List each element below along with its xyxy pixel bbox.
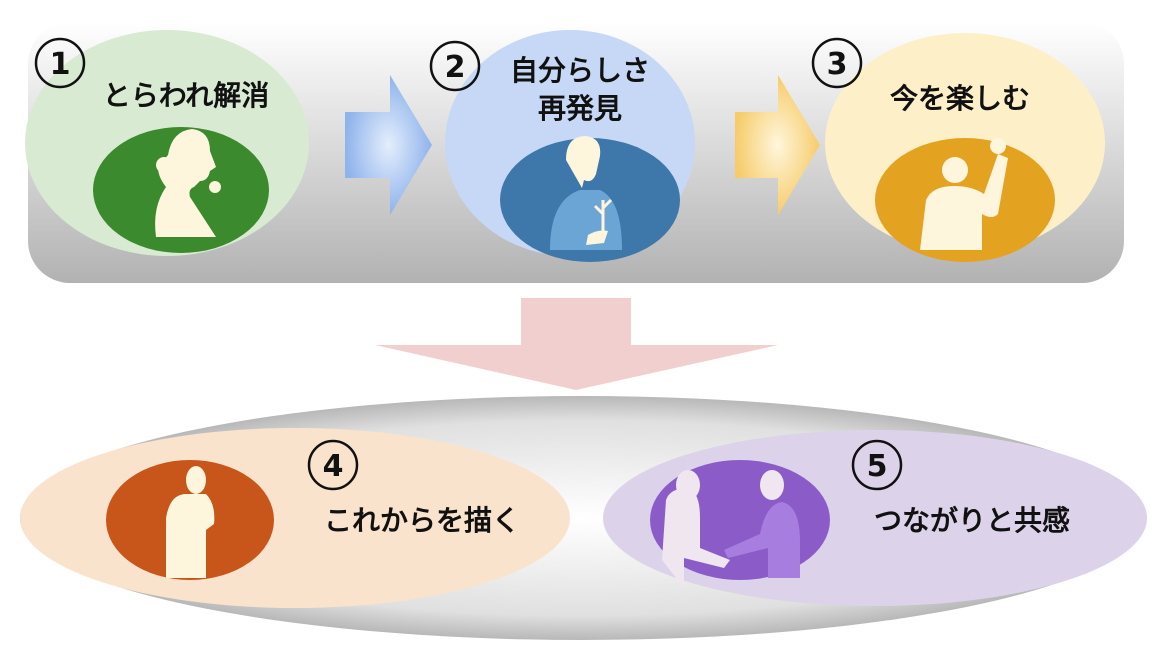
step-1-number-badge xyxy=(34,37,86,89)
step-5-number: 5 xyxy=(867,449,888,484)
step-4-label: これからを描く xyxy=(324,504,520,537)
arrow-right-icon xyxy=(345,75,432,215)
handshake-silhouette-icon xyxy=(662,470,800,588)
thinking-woman-silhouette-icon xyxy=(155,129,221,237)
step-2: 2 自分らしさ 再発見 xyxy=(429,30,695,262)
step-5: 5 つながりと共感 xyxy=(603,430,1147,606)
arrow-down-icon xyxy=(375,298,778,390)
step-5-number-badge xyxy=(851,439,903,491)
thinking-man-silhouette-icon xyxy=(166,466,215,578)
step-3-number-badge xyxy=(811,37,863,89)
step-3-label: 今を楽しむ xyxy=(890,82,1030,115)
step-1: 1 とらわれ解消 xyxy=(25,30,309,256)
step-1-label: とらわれ解消 xyxy=(103,79,270,112)
step-2-label-line1: 自分らしさ xyxy=(510,54,650,87)
step-4: 4 これからを描く xyxy=(20,428,570,608)
woman-holding-plant-silhouette-icon xyxy=(550,136,622,250)
arrow-right-icon xyxy=(735,75,820,215)
step-2-number: 2 xyxy=(445,50,466,85)
step-2-number-badge xyxy=(429,40,481,92)
raised-fist-silhouette-icon xyxy=(920,138,1008,250)
step-4-number: 4 xyxy=(323,449,344,484)
step-2-label-line2: 再発見 xyxy=(538,92,622,125)
step-3: 3 今を楽しむ xyxy=(811,33,1105,262)
step-5-label: つながりと共感 xyxy=(874,504,1070,537)
step-1-number: 1 xyxy=(50,47,71,82)
step-3-number: 3 xyxy=(827,47,848,82)
step-4-number-badge xyxy=(307,439,359,491)
